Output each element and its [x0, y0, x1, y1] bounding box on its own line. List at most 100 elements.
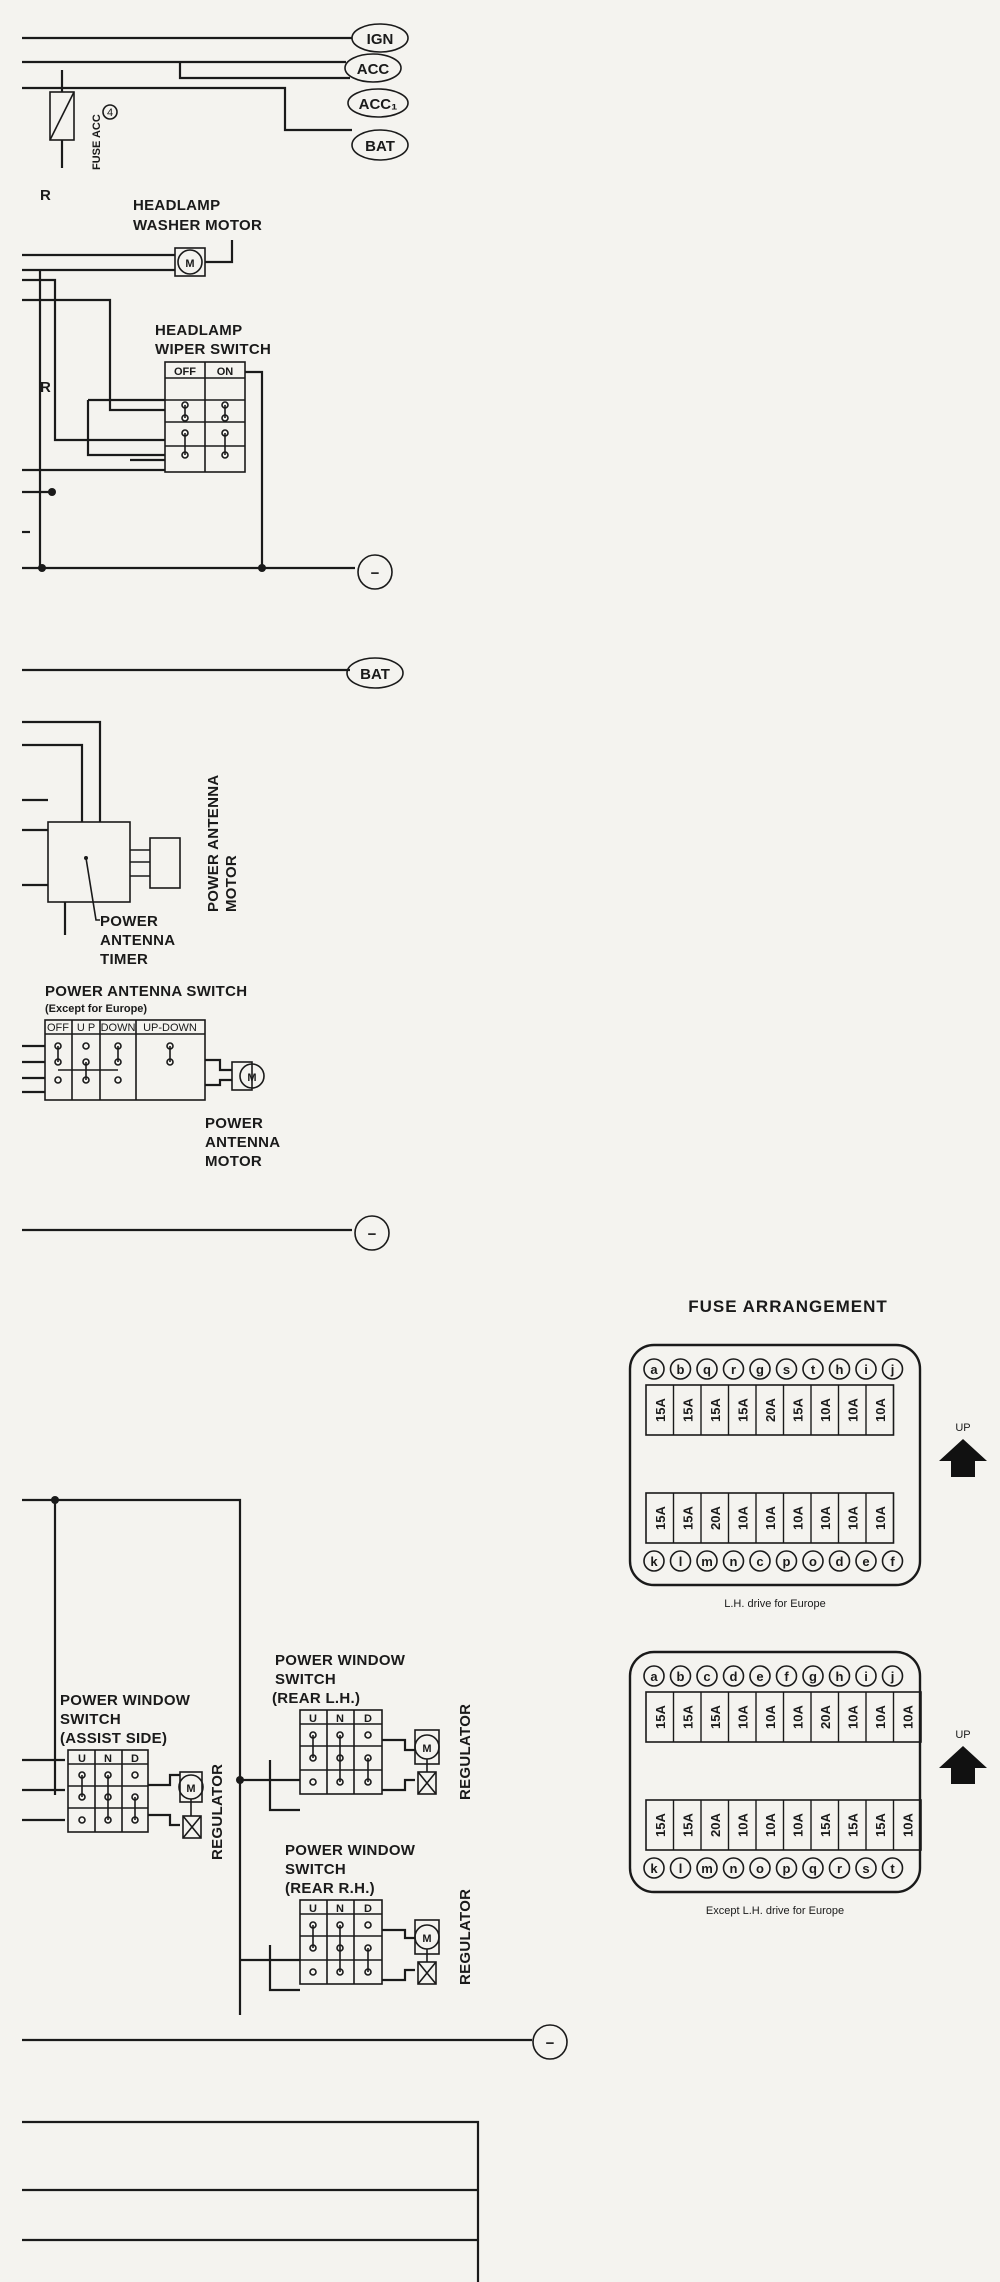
fuse-letter-label: j	[890, 1669, 895, 1684]
fuse-rating: 10A	[790, 1704, 805, 1728]
up-arrow-icon	[939, 1746, 987, 1784]
fuse-letter	[828, 1665, 851, 1687]
fuse-rating: 15A	[708, 1397, 723, 1421]
svg-text:POWER: POWER	[100, 913, 158, 930]
fuse-rating: 10A	[790, 1505, 805, 1529]
fuse-letter-label: b	[677, 1362, 685, 1377]
ground-3: −	[22, 2024, 568, 2060]
fuse-letter-label: t	[890, 1861, 895, 1876]
fuse-letter-label: h	[836, 1669, 844, 1684]
svg-text:M: M	[186, 1783, 195, 1795]
svg-text:−: −	[371, 565, 380, 582]
fuse-letter-label: s	[862, 1861, 869, 1876]
fuse-letter-label: f	[890, 1554, 895, 1569]
terminal-acc1: ACC₁	[347, 88, 409, 118]
svg-text:ACC₁: ACC₁	[359, 96, 398, 113]
fuse-letter-label: a	[650, 1362, 658, 1377]
svg-text:(Except for Europe): (Except for Europe)	[45, 1003, 147, 1015]
fuse-letter	[643, 1857, 665, 1879]
fuse-letter	[749, 1550, 771, 1572]
bottom-wires	[22, 2120, 480, 2282]
svg-text:(REAR R.H.): (REAR R.H.)	[285, 1880, 375, 1897]
svg-text:−: −	[546, 2035, 555, 2052]
fuse-rating: 15A	[653, 1704, 668, 1728]
ground-1: −	[22, 554, 393, 590]
fuse-letter	[696, 1665, 718, 1687]
stray-label: R	[40, 379, 51, 396]
terminal-acc: ACC	[344, 53, 402, 83]
fuse-letter	[749, 1857, 771, 1879]
fuse-rating: 10A	[845, 1505, 860, 1529]
fuse-letter	[722, 1358, 745, 1380]
svg-text:POWER ANTENNA: POWER ANTENNA	[205, 774, 222, 912]
fuse-rating: 15A	[653, 1812, 668, 1836]
fuse-letter-label: p	[783, 1554, 791, 1569]
svg-text:POWER WINDOW: POWER WINDOW	[285, 1842, 416, 1859]
fuse-letter-label: l	[679, 1861, 683, 1876]
fuse-letter-label: k	[650, 1861, 658, 1876]
up-arrow-icon	[939, 1439, 987, 1477]
svg-text:POWER WINDOW: POWER WINDOW	[275, 1652, 406, 1669]
ground-2: −	[22, 1215, 390, 1251]
fuse-letter	[802, 1358, 824, 1380]
svg-text:M: M	[422, 1933, 431, 1945]
fuse-letter-label: i	[864, 1669, 868, 1684]
fuse-letter	[643, 1358, 665, 1380]
fuse-rating: 10A	[818, 1505, 833, 1529]
fuse-rating: 10A	[873, 1397, 888, 1421]
fuse-rating: 15A	[680, 1812, 695, 1836]
fuse-letter-label: t	[811, 1362, 816, 1377]
fuse-rating: 15A	[790, 1397, 805, 1421]
svg-text:MOTOR: MOTOR	[205, 1153, 262, 1170]
fuse-letter	[749, 1358, 771, 1380]
svg-text:HEADLAMP: HEADLAMP	[155, 322, 242, 339]
fuse-letter-label: s	[783, 1362, 790, 1377]
fuse-letter-label: r	[837, 1861, 842, 1876]
fuse-letter	[643, 1550, 665, 1572]
headlamp-wiper-switch: HEADLAMP WIPER SWITCH OFF ON	[22, 278, 271, 568]
fuse-letter-label: o	[809, 1554, 817, 1569]
svg-text:POWER WINDOW: POWER WINDOW	[60, 1692, 191, 1709]
svg-text:FUSE ACC: FUSE ACC	[91, 114, 103, 170]
svg-text:N: N	[336, 1713, 344, 1725]
fuse-rating: 10A	[873, 1704, 888, 1728]
svg-text:M: M	[247, 1072, 256, 1084]
svg-text:M: M	[185, 258, 194, 270]
fuse-rating: 15A	[735, 1397, 750, 1421]
svg-text:POWER: POWER	[205, 1115, 263, 1132]
fuse-rating: 15A	[845, 1812, 860, 1836]
svg-text:SWITCH: SWITCH	[285, 1861, 346, 1878]
fuse-rating: 10A	[735, 1704, 750, 1728]
fuse-rating: 10A	[845, 1397, 860, 1421]
power-window-switch-assist: POWER WINDOW SWITCH (ASSIST SIDE) U N D …	[60, 1692, 226, 1860]
fuse-rating: 20A	[708, 1505, 723, 1529]
power-antenna-switch: POWER ANTENNA SWITCH (Except for Europe)…	[22, 983, 280, 1170]
fuse-letter	[802, 1665, 824, 1687]
fuse-rating: 10A	[900, 1704, 915, 1728]
svg-text:BAT: BAT	[360, 666, 390, 683]
fuse-letter-label: d	[836, 1554, 844, 1569]
fuse-letter-label: o	[756, 1861, 764, 1876]
fuse-rating: 15A	[653, 1505, 668, 1529]
svg-text:POWER ANTENNA SWITCH: POWER ANTENNA SWITCH	[45, 983, 247, 1000]
fuse-letter	[696, 1857, 718, 1879]
fuse-letter	[828, 1358, 851, 1380]
power-antenna-timer: POWER ANTENNA TIMER POWER ANTENNA MOTOR	[22, 720, 240, 968]
fuse-rating: 15A	[818, 1812, 833, 1836]
svg-text:4: 4	[107, 107, 113, 119]
fuse-letter	[775, 1550, 798, 1572]
svg-text:MOTOR: MOTOR	[223, 855, 240, 912]
fuse-letter	[669, 1358, 692, 1380]
fuse-letter-label: d	[730, 1669, 738, 1684]
fuse-letter-label: g	[756, 1362, 764, 1377]
fuse-rating: 15A	[680, 1397, 695, 1421]
svg-text:N: N	[336, 1903, 344, 1915]
fuse-rating: 10A	[763, 1505, 778, 1529]
fuse-letter	[855, 1358, 877, 1380]
fuse-letter	[696, 1358, 718, 1380]
fuse-letter-label: i	[864, 1362, 868, 1377]
fuse-arrangement-title: FUSE ARRANGEMENT	[688, 1297, 888, 1316]
fuse-letter	[881, 1665, 904, 1687]
